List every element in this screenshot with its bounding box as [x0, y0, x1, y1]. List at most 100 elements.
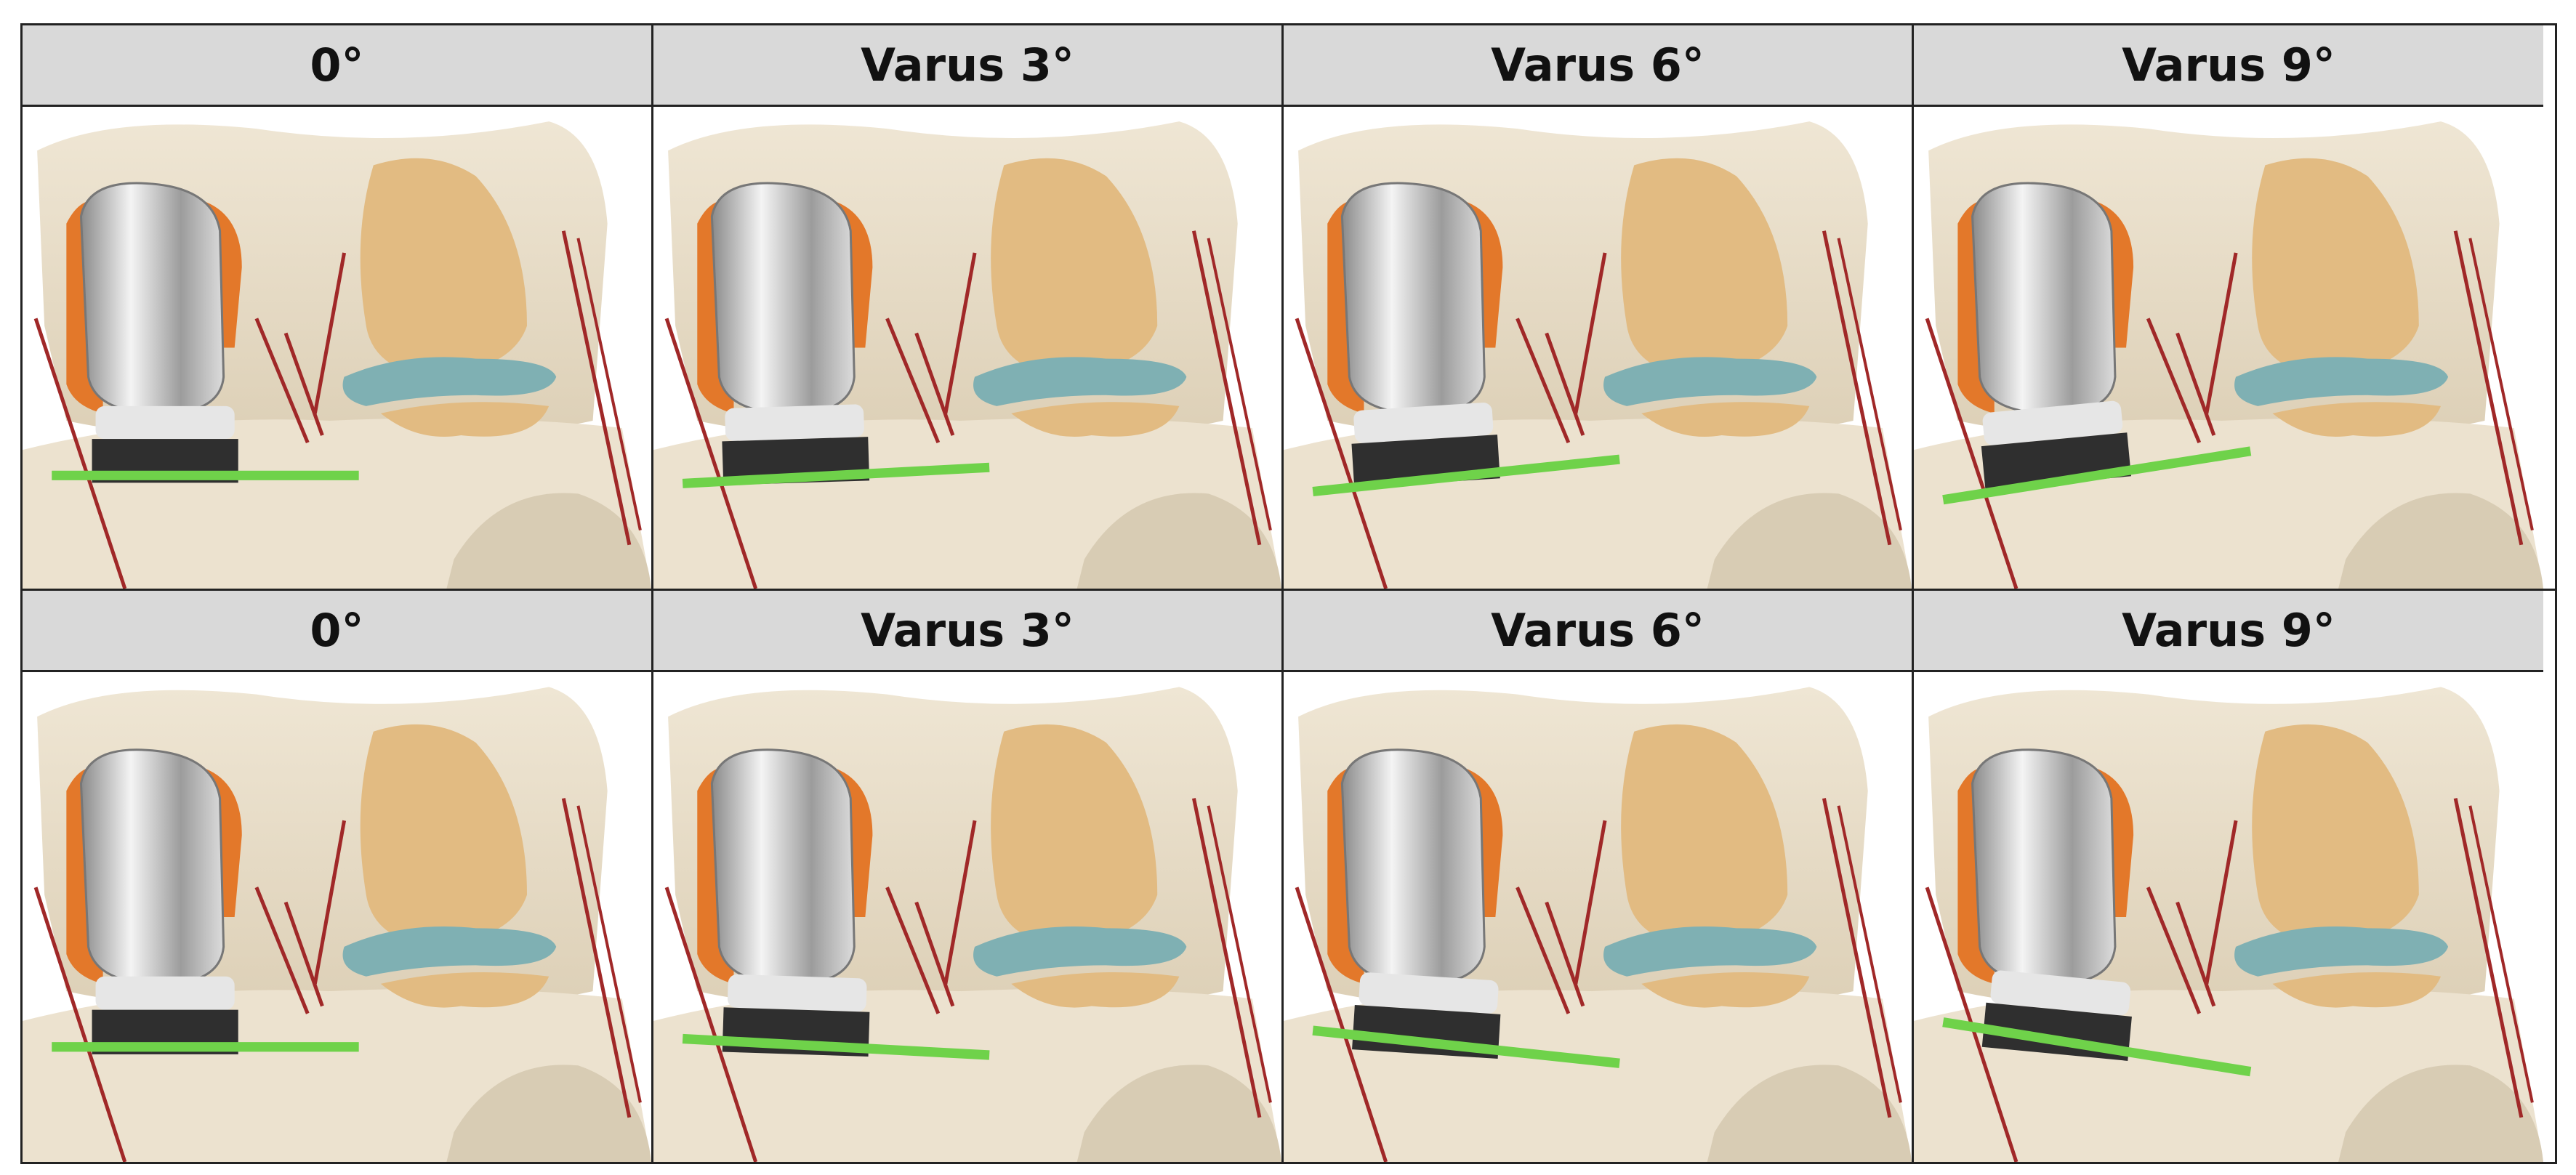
fibula-head: [1076, 1065, 1281, 1162]
lateral-ligament: [1837, 238, 1902, 531]
femoral-component: [1971, 748, 2117, 985]
tibial-cartilage: [1011, 972, 1180, 1008]
meniscus: [342, 357, 557, 406]
lateral-condyle: [991, 158, 1158, 377]
lateral-ligament: [2468, 238, 2534, 531]
medial-ligament: [33, 887, 127, 1162]
lateral-ligament: [1822, 798, 1892, 1118]
medial-ligament: [1925, 318, 2018, 589]
knee-scene: [1914, 672, 2543, 1162]
alignment-line: [1312, 454, 1620, 496]
panel-1-2: Varus 3°: [653, 25, 1284, 589]
knee-illustration: [23, 687, 651, 1162]
lateral-ligament: [1191, 230, 1262, 546]
cruciate-ligament: [1516, 887, 1571, 1014]
tibial-cartilage: [1011, 402, 1180, 437]
femoral-component: [1340, 182, 1486, 415]
cruciate-ligament: [885, 318, 941, 444]
meniscus: [1603, 357, 1817, 406]
fibula-head: [1076, 493, 1281, 589]
fibula-head: [1707, 1065, 1912, 1162]
cruciate-ligament: [283, 901, 324, 1007]
poly-insert: [1990, 970, 2131, 1016]
cruciate-ligament: [914, 332, 955, 436]
tibial-cartilage: [380, 972, 550, 1008]
medial-ligament: [664, 887, 758, 1162]
poly-insert: [1359, 972, 1499, 1014]
lateral-condyle: [991, 724, 1158, 947]
panel-header: Varus 6°: [1284, 25, 1912, 107]
lateral-ligament: [1207, 805, 1272, 1103]
cruciate-ligament: [1516, 318, 1571, 444]
cruciate-ligament: [914, 901, 955, 1007]
panel-header: Varus 6°: [1284, 591, 1912, 672]
lateral-condyle: [1621, 158, 1788, 377]
lateral-ligament: [2453, 798, 2524, 1118]
poly-insert: [1982, 400, 2123, 445]
knee-illustration: [1284, 121, 1912, 589]
medial-ligament: [1295, 318, 1388, 589]
lateral-ligament: [1207, 238, 1272, 531]
femoral-component: [710, 182, 856, 415]
femoral-component: [79, 748, 225, 985]
lateral-ligament: [2468, 805, 2534, 1103]
cruciate-ligament: [254, 318, 310, 444]
alignment-line: [1942, 446, 2252, 505]
panel-header: 0°: [23, 591, 651, 672]
panel-1-3: Varus 6°: [1284, 25, 1914, 589]
cruciate-ligament: [313, 820, 347, 985]
knee-scene: [653, 107, 1281, 589]
cruciate-ligament: [1574, 820, 1607, 985]
lateral-ligament: [1822, 230, 1892, 546]
figure-grid: 0°Varus 3°Varus 6°Varus 9°0°Varus 3°Varu…: [20, 23, 2557, 1164]
lateral-ligament: [576, 238, 642, 531]
fibula-head: [446, 1065, 651, 1162]
cruciate-ligament: [254, 887, 310, 1014]
knee-scene: [653, 672, 1281, 1162]
fibula-head: [2338, 1065, 2543, 1162]
lateral-ligament: [2453, 230, 2524, 546]
row-divider: [23, 589, 2555, 591]
knee-illustration: [1914, 121, 2543, 589]
fibula-head: [1707, 493, 1912, 589]
lateral-ligament: [1191, 798, 1262, 1118]
knee-illustration: [653, 687, 1281, 1162]
panel-2-2: Varus 3°: [653, 591, 1284, 1162]
panel-2-4: Varus 9°: [1914, 591, 2543, 1162]
panel-2-3: Varus 6°: [1284, 591, 1914, 1162]
cruciate-ligament: [1574, 252, 1607, 414]
knee-illustration: [653, 121, 1281, 589]
cruciate-ligament: [2146, 887, 2202, 1014]
poly-insert: [95, 976, 235, 1010]
medial-ligament: [1295, 887, 1388, 1162]
knee-illustration: [1914, 687, 2543, 1162]
panel-1-4: Varus 9°: [1914, 25, 2543, 589]
poly-insert: [95, 405, 235, 440]
cruciate-ligament: [885, 887, 941, 1014]
femoral-component: [79, 182, 225, 415]
tibial-cartilage: [2272, 402, 2442, 437]
knee-scene: [23, 107, 651, 589]
lateral-ligament: [561, 230, 632, 546]
lateral-ligament: [561, 798, 632, 1118]
alignment-line: [1942, 1017, 2252, 1077]
lateral-condyle: [1621, 724, 1788, 947]
panel-header: Varus 3°: [653, 591, 1281, 672]
meniscus: [2234, 357, 2449, 406]
cruciate-ligament: [2175, 901, 2216, 1007]
lateral-ligament: [576, 805, 642, 1103]
alignment-line: [682, 1033, 990, 1060]
fibula-head: [446, 493, 651, 589]
poly-insert: [727, 974, 867, 1012]
fibula-head: [2338, 493, 2543, 589]
knee-scene: [1914, 107, 2543, 589]
panel-1-1: 0°: [23, 25, 653, 589]
knee-illustration: [23, 121, 651, 589]
femoral-component: [1971, 182, 2117, 415]
tibial-cartilage: [1641, 402, 1810, 437]
cruciate-ligament: [1545, 901, 1585, 1007]
lateral-condyle: [360, 158, 528, 377]
tibial-cartilage: [1641, 972, 1810, 1008]
cruciate-ligament: [943, 252, 977, 414]
meniscus: [973, 926, 1187, 977]
